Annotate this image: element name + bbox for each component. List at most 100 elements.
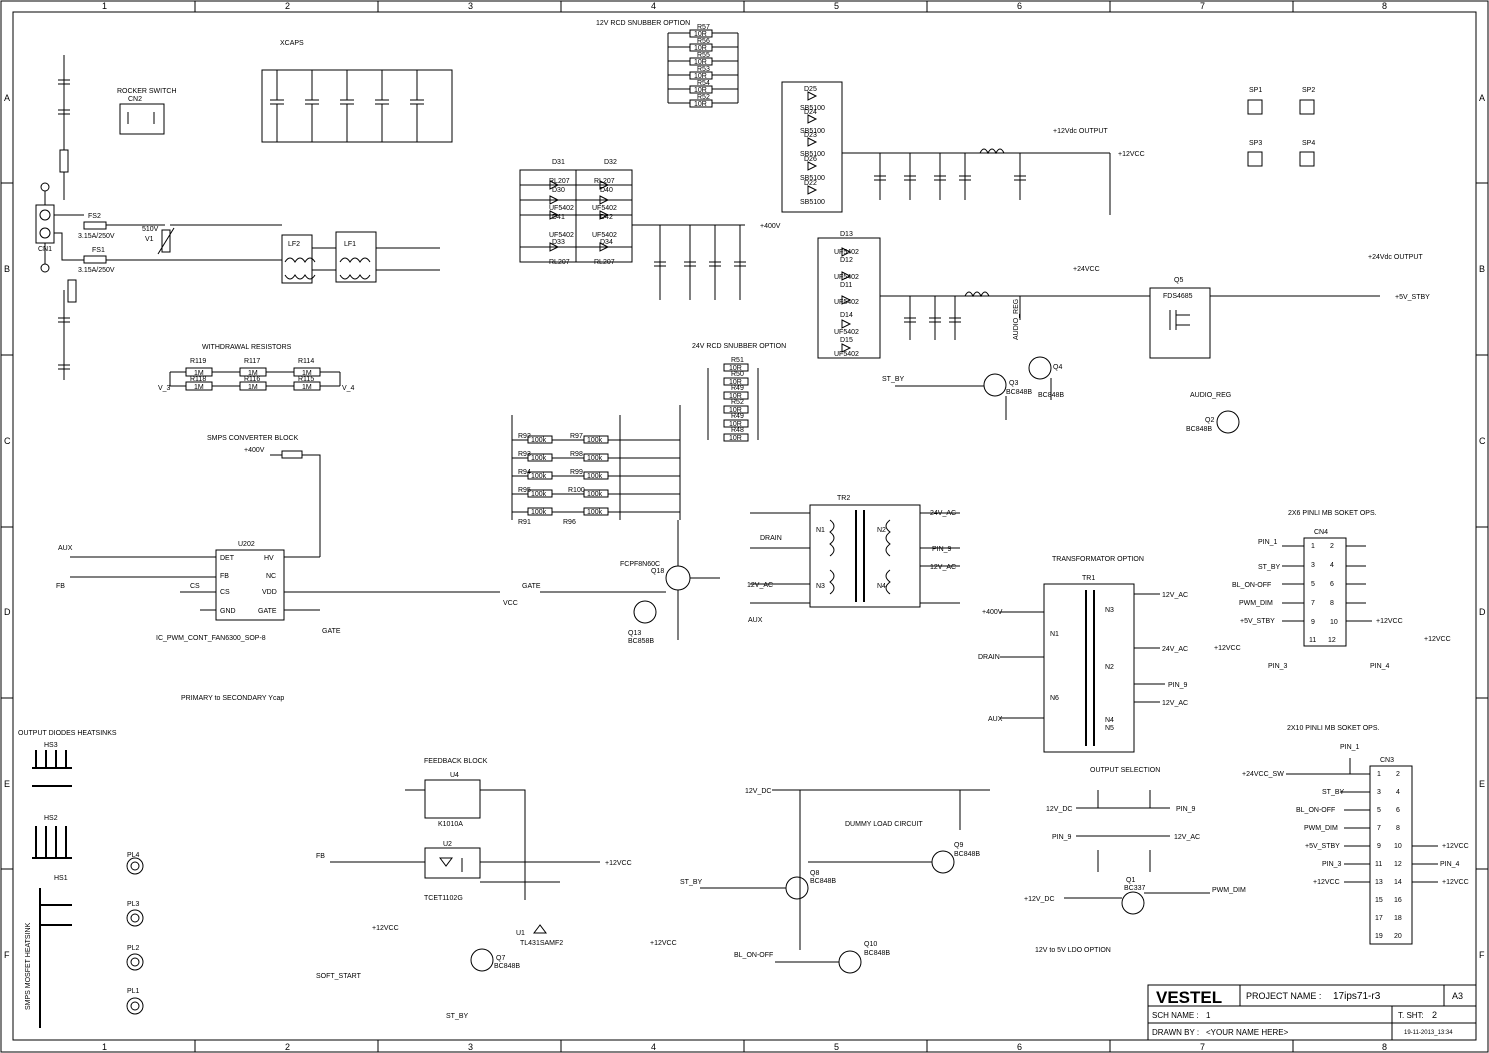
pin-label: BL_ON-OFF [1296, 807, 1335, 814]
net-label: +400V [982, 609, 1003, 616]
r-ref: R98 [570, 451, 583, 458]
r114-val: 1M [302, 370, 312, 377]
col-label: 8 [1382, 1042, 1387, 1052]
pin-number: 2 [1330, 543, 1334, 550]
sch-name-label: SCH NAME : [1152, 1011, 1199, 1020]
net-label: FB [316, 853, 325, 860]
project-name-label: PROJECT NAME : [1246, 991, 1321, 1001]
section-title: TRANSFORMATOR OPTION [1052, 556, 1144, 563]
pin-number: 16 [1394, 897, 1402, 904]
q1-label: Q1 [1126, 877, 1135, 884]
pin-label: +24VCC_SW [1242, 771, 1284, 778]
pl1-label: PL1 [127, 988, 140, 995]
pin-number: 12 [1394, 861, 1402, 868]
connector-cn3: CN3 PIN_1 +24VCC_SW 1 2 ST_BY 3 4 BL_ON-… [1242, 744, 1469, 945]
row-label: A [1479, 93, 1485, 103]
sch-name: 1 [1206, 1011, 1211, 1020]
pin-label: +5V_STBY [1305, 843, 1340, 850]
pin-label: PWM_DIM [1239, 600, 1273, 607]
r-ref: R56 [697, 38, 710, 45]
u2-value: TCET1102G [424, 895, 463, 902]
net-label: ST_BY [680, 879, 703, 886]
r-val: 10R [694, 87, 707, 94]
output-24v: D13 UF5402 D12 UF5402 D11 UF5402 D14 UF5… [817, 231, 1430, 359]
tr2-winding: N1 [816, 527, 825, 534]
pin-label: +5V_STBY [1240, 618, 1275, 625]
col-label: 6 [1017, 1042, 1022, 1052]
pin-number: 8 [1396, 825, 1400, 832]
col-label: 7 [1200, 1, 1205, 11]
tr1-winding: N5 [1105, 725, 1114, 732]
net-label: AUX [988, 716, 1003, 723]
sheet-number: 2 [1432, 1010, 1437, 1020]
pin-label: ST_BY [1322, 789, 1345, 796]
r-val: 10R [694, 59, 707, 66]
pin-number: 18 [1394, 915, 1402, 922]
col-label: 4 [651, 1042, 656, 1052]
r-val: 100k [531, 455, 547, 462]
net-label: +12VCC [650, 940, 677, 947]
input-stage: CN1 FS2 3.15A/250V FS1 3.15A/250V 510V V… [35, 55, 453, 380]
section-title: 2X6 PINLI MB SOKET OPS. [1288, 510, 1377, 517]
standby-control: Q3 BC848B Q4 BC848B Q2 BC848B ST_BY AUDI… [882, 356, 1240, 434]
r-val: 100k [531, 491, 547, 498]
r118-val: 1M [194, 384, 204, 391]
row-label: F [1479, 950, 1485, 960]
r119-val: 1M [194, 370, 204, 377]
drawn-date: 19-11-2013_13:34 [1404, 1030, 1453, 1036]
q3-value: BC848B [1006, 389, 1032, 396]
q5-label: Q5 [1174, 277, 1183, 284]
pin-number: 13 [1375, 879, 1383, 886]
net-label: +12V_DC [1024, 896, 1055, 903]
section-title: 12V RCD SNUBBER OPTION [596, 20, 690, 27]
drawn-by-label: DRAWN BY : [1152, 1028, 1199, 1037]
pin-number: 6 [1330, 581, 1334, 588]
sheet-size: A3 [1452, 991, 1463, 1001]
tr1-winding: N3 [1105, 607, 1114, 614]
u4-value: K1010A [438, 821, 463, 828]
pin-number: 14 [1394, 879, 1402, 886]
row-label: A [4, 93, 10, 103]
pin-number: 10 [1394, 843, 1402, 850]
pin-number: 1 [1311, 543, 1315, 550]
row-label: E [4, 779, 10, 789]
u202-pin: VDD [262, 589, 277, 596]
withdrawal-resistors: R119 1M R117 1M R114 1M R118 1M R116 1M … [158, 358, 355, 392]
net-label: +400V [244, 447, 265, 454]
r-val: 10R [729, 421, 742, 428]
q9-value: BC848B [954, 851, 980, 858]
lf1-label: LF1 [344, 241, 356, 248]
diode-ref: D32 [604, 159, 617, 166]
net-label: PIN_9 [932, 546, 952, 553]
net-label: PWM_DIM [1212, 887, 1246, 894]
net-label: CS [190, 583, 200, 590]
fs1-label: FS1 [92, 247, 105, 254]
pin-number: 20 [1394, 933, 1402, 940]
pin-number: 11 [1375, 861, 1382, 868]
pin-number: 8 [1330, 600, 1334, 607]
pin-number: 3 [1311, 562, 1315, 569]
diode-ref: D40 [600, 187, 613, 194]
d-ref: D13 [840, 231, 853, 238]
q10-value: BC848B [864, 950, 890, 957]
q2-value: BC848B [1186, 426, 1212, 433]
section-title: OUTPUT DIODES HEATSINKS [18, 730, 117, 737]
section-title: +24Vdc OUTPUT [1368, 254, 1423, 261]
net-label: V_3 [158, 385, 171, 392]
r-ref: R55 [697, 52, 710, 59]
col-label: 3 [468, 1042, 473, 1052]
sp4-label: SP4 [1302, 140, 1315, 147]
project-name: 17ips71-r3 [1333, 991, 1381, 1002]
r118-ref: R118 [190, 376, 206, 383]
row-label: D [1479, 607, 1486, 617]
net-label: +12VCC [1118, 151, 1145, 158]
net-label: 12V_AC [930, 564, 956, 571]
drawn-by: <YOUR NAME HERE> [1206, 1028, 1289, 1037]
section-title: WITHDRAWAL RESISTORS [202, 344, 292, 351]
r-val: 10R [694, 31, 707, 38]
pin-number: 9 [1377, 843, 1381, 850]
col-label: 2 [285, 1, 290, 11]
q7-value: BC848B [494, 963, 520, 970]
pin-label: PWM_DIM [1304, 825, 1338, 832]
